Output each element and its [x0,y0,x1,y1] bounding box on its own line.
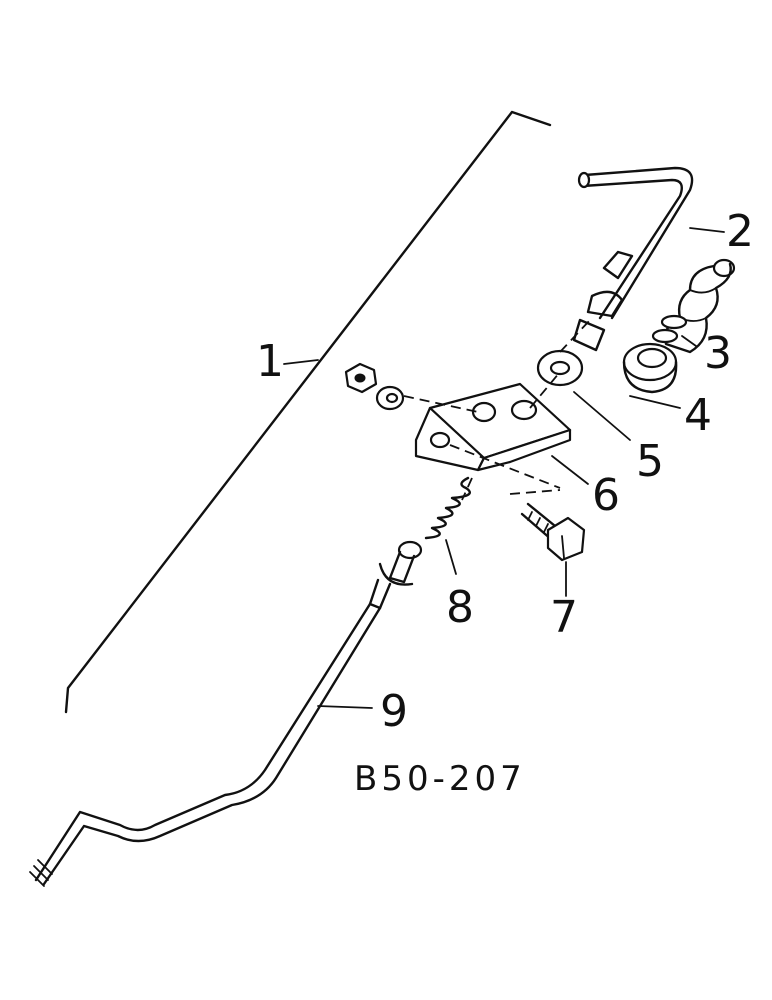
callout-1: 1 [256,336,284,387]
hex-bolt [520,502,586,562]
callout-9: 9 [380,686,408,737]
hex-nut [344,362,378,394]
washer [536,349,584,387]
callout-6: 6 [592,470,620,521]
assembly-bracket [64,110,552,714]
callout-8: 8 [446,582,474,633]
callout-2: 2 [726,206,754,257]
callout-3: 3 [704,328,732,379]
coil-spring [424,476,471,540]
rubber-boot [651,258,736,354]
callout-4: 4 [684,390,712,441]
callout-5: 5 [636,436,664,487]
lock-washer [375,385,405,411]
bent-rod [572,166,694,352]
figure-code: B50-207 [354,759,526,799]
mounting-plate [414,382,572,472]
control-rod [29,540,423,887]
cup-retainer [622,342,678,394]
leader-lines [283,227,725,709]
callout-7: 7 [550,592,578,643]
